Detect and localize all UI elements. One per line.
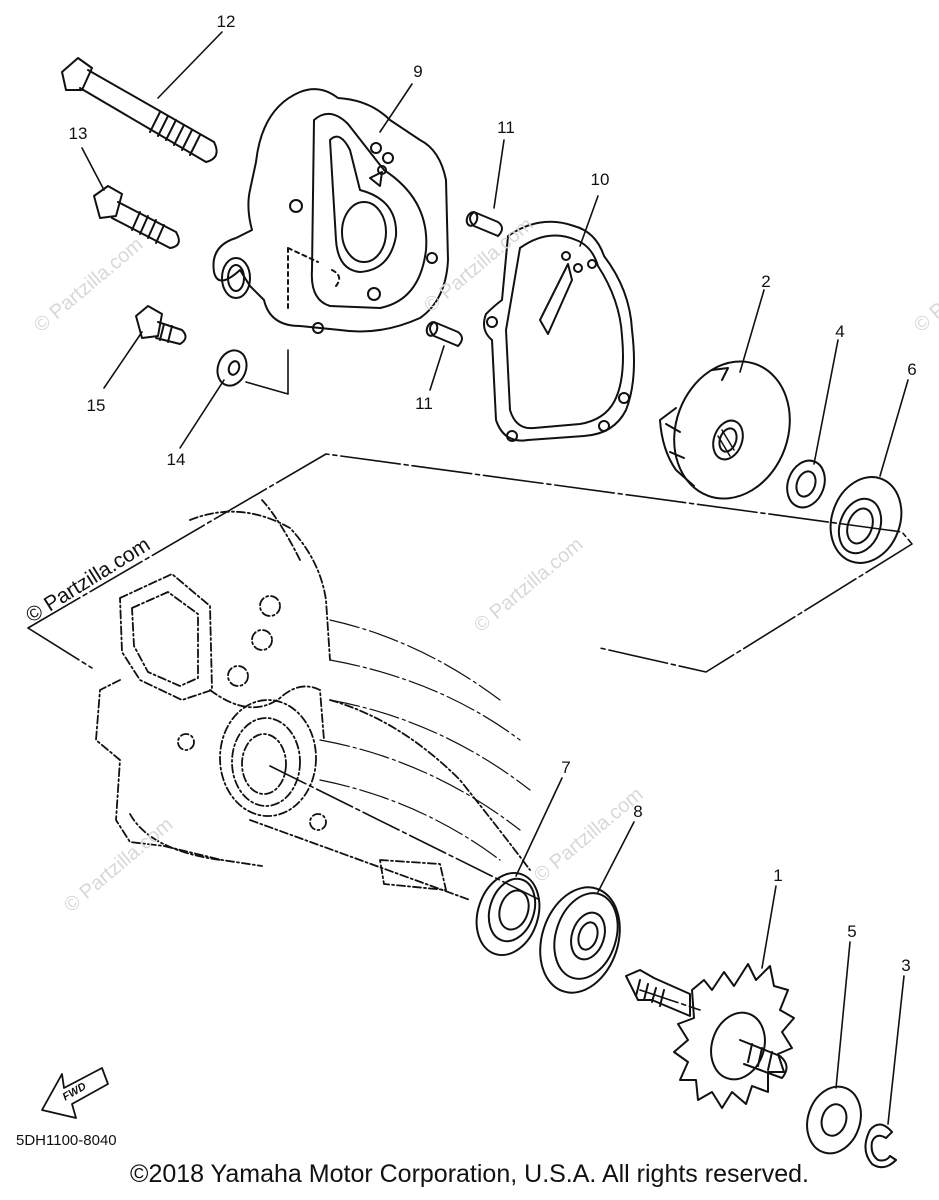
oil-seal-6[interactable] bbox=[819, 467, 913, 573]
callout-14: 14 bbox=[166, 450, 186, 469]
callout-11-lower: 11 bbox=[415, 394, 433, 413]
dowel-pin-11-upper[interactable] bbox=[465, 211, 503, 237]
callout-3: 3 bbox=[901, 956, 911, 975]
callout-7: 7 bbox=[561, 758, 571, 777]
circlip-3[interactable] bbox=[864, 1123, 897, 1169]
bearing-8[interactable] bbox=[527, 877, 633, 1003]
crankcase-reference bbox=[95, 499, 531, 901]
leader-lines bbox=[81, 31, 909, 1125]
pump-cover-9[interactable] bbox=[212, 88, 449, 334]
callout-12: 12 bbox=[216, 12, 236, 31]
callout-15: 15 bbox=[86, 396, 106, 415]
impeller-2[interactable] bbox=[655, 345, 808, 515]
callout-13: 13 bbox=[68, 124, 88, 143]
diagram-code: 5DH1100-8040 bbox=[16, 1132, 117, 1149]
callout-4: 4 bbox=[835, 322, 845, 341]
bolt-12[interactable] bbox=[61, 57, 218, 163]
fwd-arrow-icon bbox=[41, 1067, 109, 1119]
washer-4[interactable] bbox=[781, 455, 831, 512]
callout-11-upper: 11 bbox=[497, 118, 515, 137]
copyright-notice: ©2018 Yamaha Motor Corporation, U.S.A. A… bbox=[130, 1160, 809, 1188]
callout-6: 6 bbox=[907, 360, 917, 379]
callout-1: 1 bbox=[773, 866, 783, 885]
washer-5[interactable] bbox=[799, 1080, 869, 1161]
washer-14[interactable] bbox=[213, 346, 252, 389]
reference-outline bbox=[27, 453, 913, 673]
bolt-13[interactable] bbox=[93, 185, 180, 249]
callout-2: 2 bbox=[761, 272, 771, 291]
crankcase-ribs bbox=[319, 619, 531, 861]
callout-10: 10 bbox=[590, 170, 610, 189]
bearing-7[interactable] bbox=[466, 865, 549, 963]
bolt-15[interactable] bbox=[135, 305, 187, 345]
callout-9: 9 bbox=[413, 62, 423, 81]
callout-8: 8 bbox=[633, 802, 643, 821]
callout-5: 5 bbox=[847, 922, 857, 941]
gasket-10[interactable] bbox=[483, 220, 635, 442]
dowel-pin-11-lower[interactable] bbox=[425, 321, 463, 347]
impeller-shaft-gear-1[interactable] bbox=[625, 963, 795, 1109]
